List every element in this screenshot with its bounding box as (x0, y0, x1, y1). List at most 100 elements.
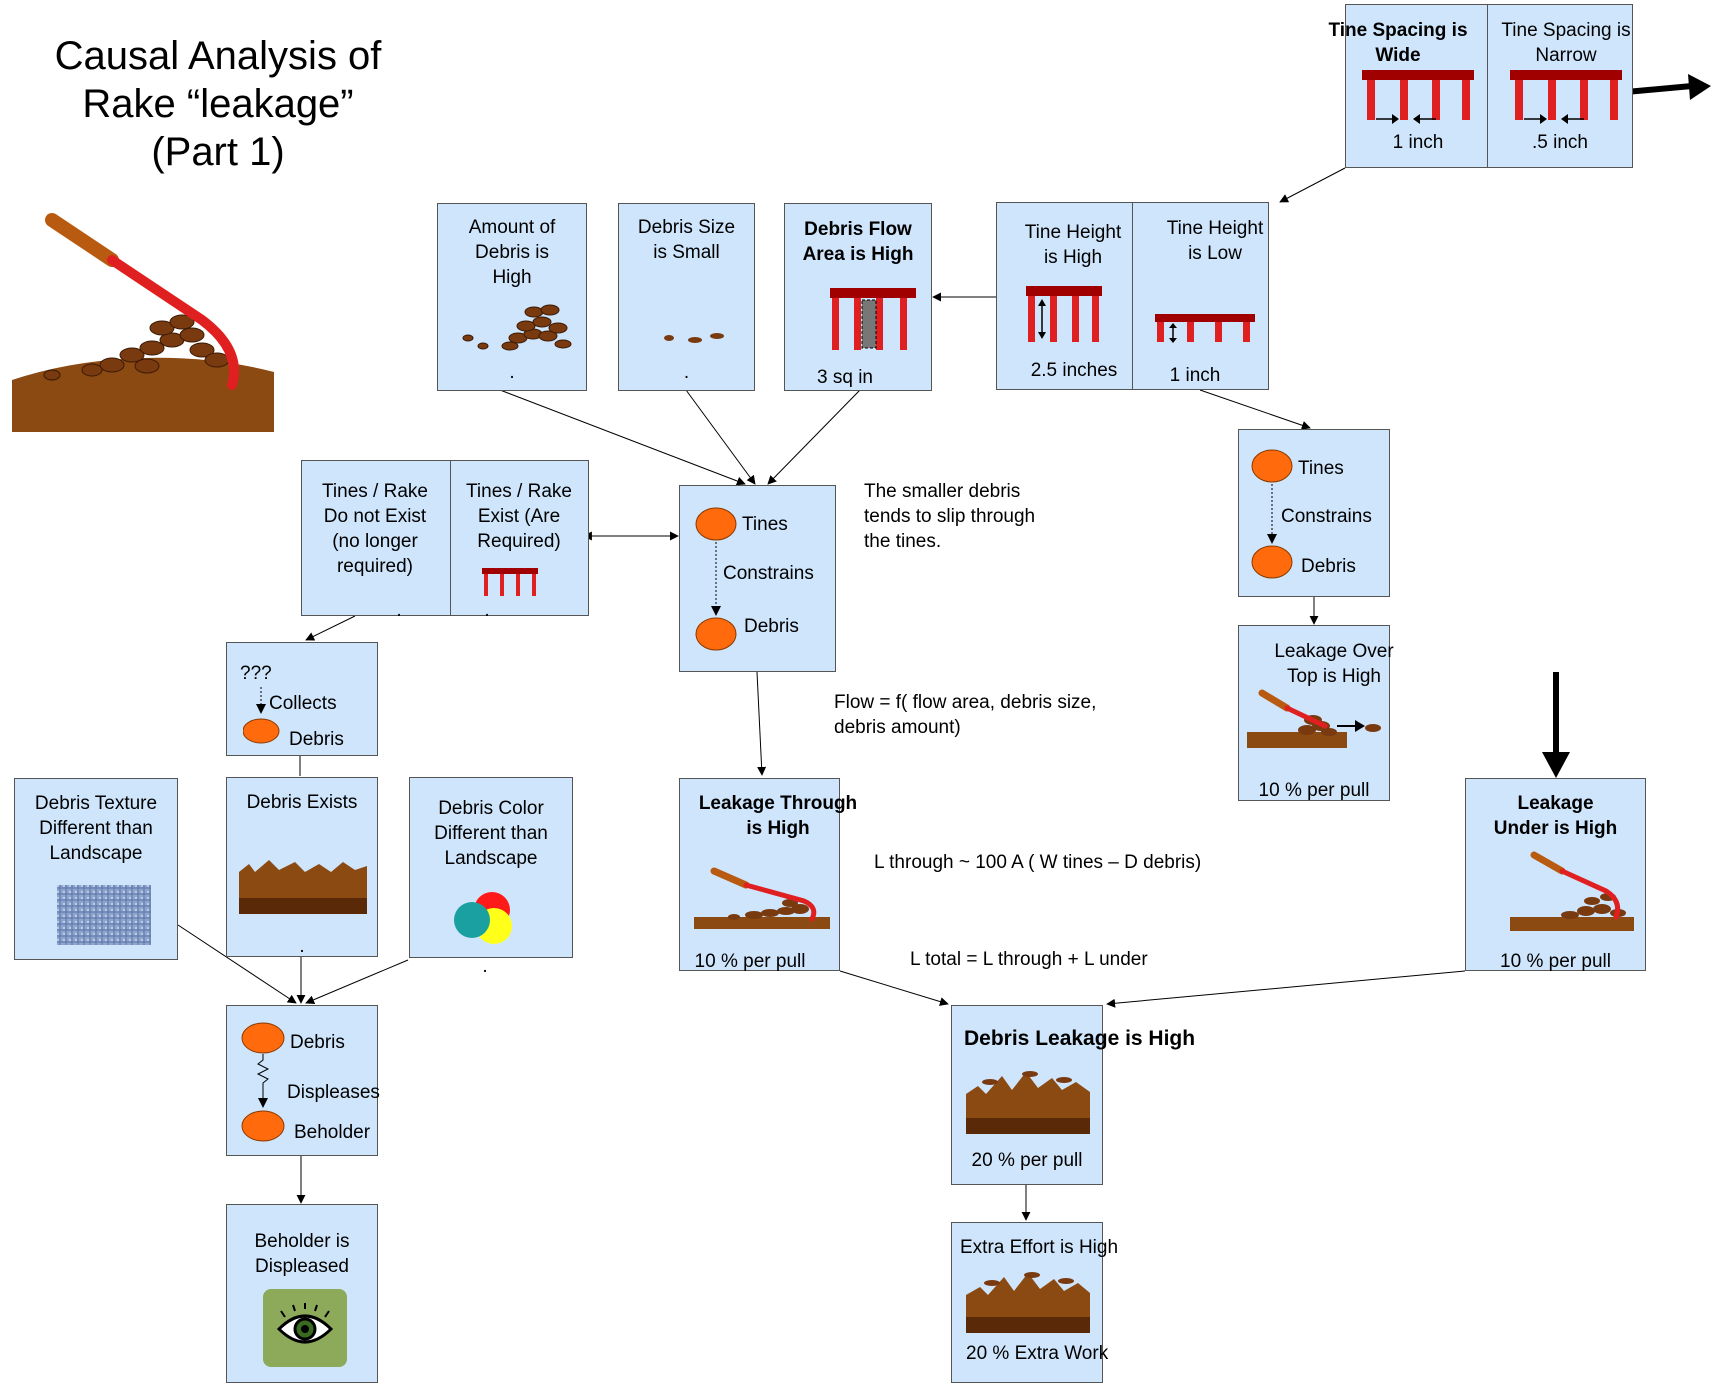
box-tines-constrains-right: Tines Constrains Debris (1238, 429, 1390, 597)
debris-pile-icon (462, 304, 572, 351)
label-line: Beholder is (254, 1231, 350, 1252)
value-leakage-through: 10 % per pull (694, 951, 806, 972)
label-line: Tine Spacing is (1328, 20, 1468, 41)
arrow-height-to-tines-right (1199, 389, 1311, 430)
label-line: Amount of (468, 217, 556, 238)
note-line: Flow = f( flow area, debris size, (834, 692, 1097, 713)
relation-constrains-label: Constrains (1281, 506, 1372, 527)
label-spacing-narrow: Tine Spacing is Narrow (1486, 18, 1646, 68)
causal-link-icon (241, 1022, 285, 1142)
causal-link-icon (1251, 449, 1293, 579)
title-line: Rake “leakage” (82, 82, 354, 126)
label-line: Exist (Are (477, 506, 561, 527)
rake-debris-illustration (12, 213, 274, 432)
label-line: is High (746, 818, 810, 839)
node-tines-label: Tines (1298, 458, 1344, 479)
box-debris-color: Debris Color Different than Landscape . (409, 777, 573, 977)
note-line: The smaller debris (864, 481, 1021, 502)
label-debris-amount: Amount of Debris is High (438, 215, 586, 290)
title-line: (Part 1) (151, 130, 285, 174)
arrow-tines-to-through (756, 671, 767, 776)
label-leakage-over-top: Leakage Over Top is High (1239, 639, 1429, 689)
box-debris-amount: Amount of Debris is High . (437, 203, 587, 391)
note-line: the tines. (864, 531, 942, 552)
label-line: Do not Exist (323, 506, 427, 527)
label-debris-exists: Debris Exists (246, 792, 358, 813)
box-debris-texture: Debris Texture Different than Landscape (14, 778, 178, 960)
label-beholder-displeased: Beholder is Displeased (227, 1229, 377, 1279)
label-debris-size: Debris Size is Small (619, 215, 754, 265)
label-line: Debris Flow (804, 219, 912, 240)
box-debris-exists: Debris Exists . (226, 777, 378, 957)
color-circles-icon (454, 892, 512, 944)
arrow-amount-to-tines (499, 389, 746, 486)
label-height-low: Tine Height is Low (1135, 216, 1295, 266)
value-leakage-over-top: 10 % per pull (1258, 780, 1370, 801)
thick-arrow-off-page (1625, 83, 1693, 95)
value-flow-area: 3 sq in (817, 367, 873, 388)
label-line: Tines / Rake (322, 481, 428, 502)
label-line: Leakage Through (698, 793, 858, 814)
causal-link-icon (243, 687, 280, 744)
value-debris-exists: . (299, 936, 305, 957)
label-line: Narrow (1535, 45, 1597, 66)
label-line: Debris Color (438, 798, 544, 819)
label-line: Area is High (802, 244, 914, 265)
label-line: Leakage Over (1274, 641, 1394, 662)
label-line: Wide (1375, 45, 1421, 66)
arrow-spacing-to-height (1279, 167, 1346, 203)
title-line: Causal Analysis of (54, 34, 382, 78)
label-leakage-under: Leakage Under is High (1466, 791, 1645, 841)
label-extra-effort: Extra Effort is High (960, 1237, 1119, 1258)
node-debris-label: Debris (289, 729, 344, 750)
label-rake-exist: Tines / Rake Exist (Are Required) (449, 479, 589, 554)
label-line: Debris Texture (34, 793, 158, 814)
label-line: (no longer (332, 531, 418, 552)
relation-collects-label: Collects (269, 693, 337, 714)
node-debris-label: Debris (1301, 556, 1356, 577)
divider (450, 461, 451, 615)
tine-narrow-icon (1510, 70, 1622, 124)
label-spacing-wide: Tine Spacing is Wide (1318, 18, 1478, 68)
value-spacing-wide: 1 inch (1392, 132, 1444, 153)
value-height-low: 1 inch (1169, 365, 1221, 386)
value-spacing-narrow: .5 inch (1532, 132, 1588, 153)
box-rake-existence (301, 460, 589, 616)
label-line: Under is High (1493, 818, 1618, 839)
label-line: High (492, 267, 532, 288)
node-tines-label: Tines (742, 514, 788, 535)
box-leakage-under: Leakage Under is High 10 % per pull (1465, 778, 1646, 972)
label-line: Tine Spacing is (1501, 20, 1631, 41)
label-line: Debris Size (637, 217, 736, 238)
label-line: Landscape (444, 848, 538, 869)
divider (1132, 203, 1133, 389)
box-tines-constrains: Tines Constrains Debris (679, 485, 836, 672)
rake-through-icon (694, 867, 830, 929)
node-unknown-label: ??? (240, 663, 272, 684)
box-extra-effort: Extra Effort is High 20 % Extra Work (951, 1222, 1118, 1383)
label-line: Different than (39, 818, 153, 839)
box-debris-size: Debris Size is Small . (618, 203, 755, 391)
debris-heap-icon (966, 1272, 1090, 1333)
label-line: Tines / Rake (466, 481, 572, 502)
label-debris-color: Debris Color Different than Landscape (410, 796, 572, 871)
label-line: Displeased (255, 1256, 349, 1277)
label-line: Leakage (1517, 793, 1594, 814)
page-title: Causal Analysis of Rake “leakage” (Part … (18, 32, 418, 176)
rake-under-icon (1510, 851, 1634, 931)
value-height-high: 2.5 inches (1030, 360, 1118, 381)
small-debris-icon (664, 333, 724, 343)
arrow-rake-to-collects (305, 615, 356, 641)
arrow-under-to-total (1106, 970, 1466, 1008)
label-rake-not-exist: Tines / Rake Do not Exist (no longer req… (301, 479, 449, 579)
label-line: Required) (477, 531, 561, 552)
debris-heap-icon (966, 1071, 1090, 1134)
label-line: Different than (434, 823, 548, 844)
node-debris-label: Debris (744, 616, 799, 637)
note-slip: The smaller debris tends to slip through… (864, 479, 1035, 554)
label-line: required) (336, 556, 414, 577)
label-debris-leakage-total: Debris Leakage is High (964, 1027, 1196, 1050)
relation-constrains-label: Constrains (723, 563, 814, 584)
